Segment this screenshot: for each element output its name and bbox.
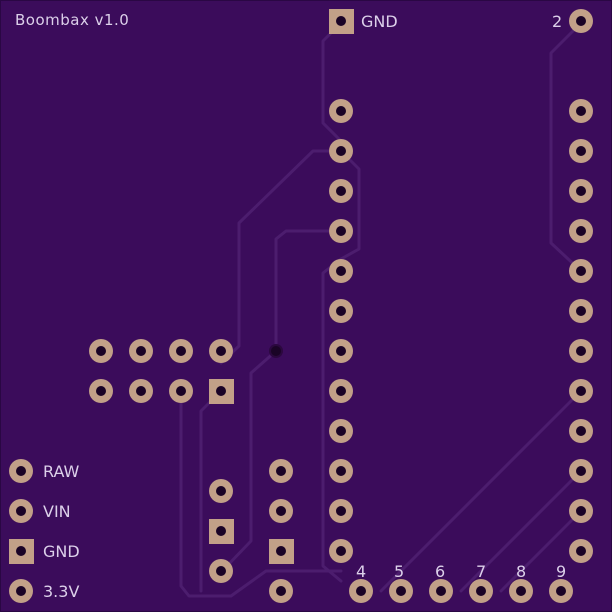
pad-pin-6[interactable] [429,579,453,603]
pad-raw[interactable] [9,459,33,483]
label-3v3: 3.3V [43,582,80,601]
pad-pin-7[interactable] [469,579,493,603]
label-pin-6: 6 [435,562,446,581]
pad-right-10[interactable] [569,459,593,483]
pad-pin-9[interactable] [549,579,573,603]
label-pin-7: 7 [476,562,487,581]
label-pin-8: 8 [516,562,527,581]
pad-pin-5[interactable] [389,579,413,603]
pad-center-4[interactable] [329,219,353,243]
pad-right-6[interactable] [569,299,593,323]
pad-center-11[interactable] [329,499,353,523]
pad-gnd-left[interactable] [8,538,34,564]
pad-conn1-2[interactable] [208,518,234,544]
pad-right-9[interactable] [569,419,593,443]
pad-center-2[interactable] [329,139,353,163]
label-raw: RAW [43,462,80,481]
pad-pin-4[interactable] [349,579,373,603]
pad-right-8[interactable] [569,379,593,403]
pad-center-3[interactable] [329,179,353,203]
pad-3v3[interactable] [9,579,33,603]
pad-right-7[interactable] [569,339,593,363]
pad-conn2-2[interactable] [269,499,293,523]
pad-header-a3[interactable] [169,339,193,363]
pad-right-5[interactable] [569,259,593,283]
label-gnd-top: GND [361,12,398,31]
pad-header-b1[interactable] [89,379,113,403]
pad-center-10[interactable] [329,459,353,483]
pad-header-a2[interactable] [129,339,153,363]
label-pin-9: 9 [556,562,567,581]
pad-conn2-3[interactable] [268,538,294,564]
pad-center-12[interactable] [329,539,353,563]
label-gnd-left: GND [43,542,80,561]
pad-conn2-1[interactable] [269,459,293,483]
pad-header-b2[interactable] [129,379,153,403]
pad-right-11[interactable] [569,499,593,523]
pad-pin-8[interactable] [509,579,533,603]
pad-conn1-3[interactable] [209,559,233,583]
pad-right-12[interactable] [569,539,593,563]
pad-center-8[interactable] [329,379,353,403]
pad-center-9[interactable] [329,419,353,443]
board-title: Boombax v1.0 [15,11,130,29]
pad-header-b3[interactable] [169,379,193,403]
pad-center-5[interactable] [329,259,353,283]
pad-center-1[interactable] [329,99,353,123]
pad-header-a1[interactable] [89,339,113,363]
label-pin-4: 4 [356,562,367,581]
pad-header-a4[interactable] [209,339,233,363]
pad-center-6[interactable] [329,299,353,323]
label-pin-2: 2 [552,12,563,31]
pad-conn2-4[interactable] [269,579,293,603]
pad-right-1[interactable] [569,99,593,123]
pad-right-2[interactable] [569,139,593,163]
pad-right-4[interactable] [569,219,593,243]
pad-conn1-1[interactable] [209,479,233,503]
pad-vin[interactable] [9,499,33,523]
pad-header-b4[interactable] [208,378,234,404]
pad-right-3[interactable] [569,179,593,203]
label-vin: VIN [43,502,71,521]
via [271,346,281,356]
pad-gnd-top[interactable] [328,8,354,34]
pad-pin-2[interactable] [569,9,593,33]
pad-center-7[interactable] [329,339,353,363]
label-pin-5: 5 [394,562,405,581]
